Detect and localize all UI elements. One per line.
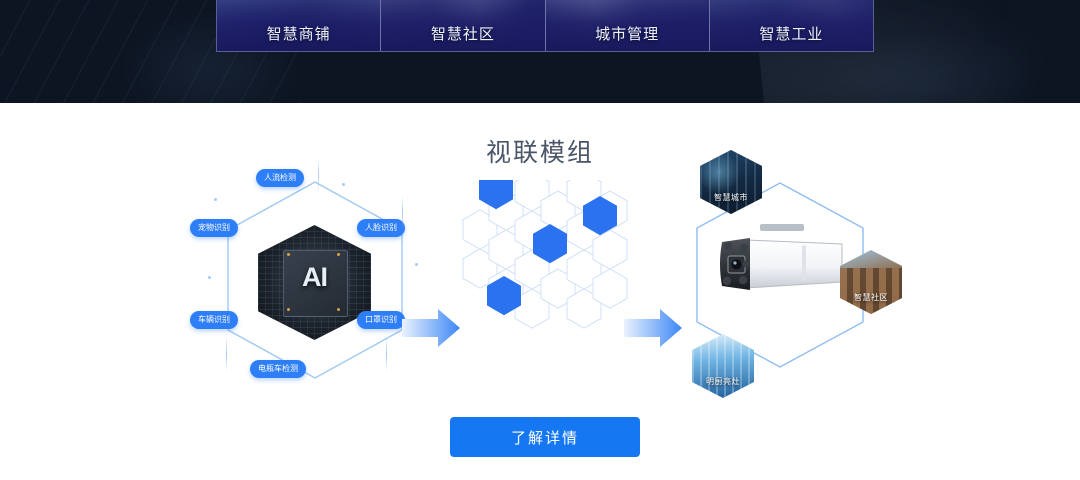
- hero-header-band: 智慧商铺 智慧社区 城市管理 智慧工业: [0, 0, 1080, 103]
- ai-capability-group: AI 人流检测 人脸识别 口罩识别 电瓶车检测 车辆识别 宠物识别: [190, 158, 440, 403]
- honeycomb-grid: [462, 170, 628, 329]
- badge-label-smart-community: 智慧社区: [854, 293, 888, 302]
- scenario-tab-strip[interactable]: 智慧商铺 智慧社区 城市管理 智慧工业: [216, 0, 874, 52]
- decor-dot: [214, 198, 217, 201]
- chip-pin: [287, 252, 291, 256]
- tag-ebike-detection[interactable]: 电瓶车检测: [250, 360, 306, 378]
- tab-label-smart-shop: 智慧商铺: [266, 26, 331, 43]
- tag-people-flow-detection[interactable]: 人流检测: [256, 169, 304, 187]
- application-scenario-group: 智慧城市 智慧社区 明厨亮灶: [672, 150, 912, 400]
- decor-line: [318, 158, 319, 192]
- chip-pin: [337, 307, 341, 311]
- tab-overlay-shade: [217, 0, 381, 51]
- decor-dot: [415, 263, 418, 266]
- tab-label-city-management: 城市管理: [595, 26, 660, 43]
- page-title: 视联模组: [485, 139, 594, 167]
- decor-line: [226, 336, 227, 372]
- diagram-stage: AI 人流检测 人脸识别 口罩识别 电瓶车检测 车辆识别 宠物识别: [0, 150, 1080, 408]
- decor-dot: [208, 276, 211, 279]
- tag-mask-recognition[interactable]: 口罩识别: [357, 311, 405, 329]
- product-section: 视联模组 AI 人流检测 人脸识别 口罩识别 电瓶车检测 车辆识别: [0, 103, 1080, 480]
- tag-vehicle-recognition[interactable]: 车辆识别: [190, 311, 238, 329]
- decor-dot: [342, 183, 345, 186]
- arrow-left-to-center: [400, 306, 462, 355]
- tab-smart-industry[interactable]: 智慧工业: [709, 0, 873, 51]
- tab-smart-community[interactable]: 智慧社区: [381, 0, 546, 51]
- chip-die: [282, 250, 349, 317]
- learn-more-button[interactable]: 了解详情: [450, 417, 640, 457]
- decor-line: [386, 336, 387, 372]
- tab-smart-shop[interactable]: 智慧商铺: [217, 0, 382, 51]
- tab-label-smart-industry: 智慧工业: [759, 26, 824, 43]
- ai-chip-image: AI: [258, 225, 371, 340]
- tab-overlay-shade: [545, 0, 709, 51]
- tag-face-recognition[interactable]: 人脸识别: [357, 219, 405, 237]
- tag-pet-recognition[interactable]: 宠物识别: [190, 219, 238, 237]
- security-camera-image: [714, 222, 854, 298]
- badge-label-smart-city: 智慧城市: [714, 193, 748, 202]
- chip-pin: [287, 307, 291, 311]
- tab-overlay-shade: [381, 0, 545, 51]
- tab-label-smart-community: 智慧社区: [430, 26, 495, 43]
- tab-city-management[interactable]: 城市管理: [545, 0, 710, 51]
- chip-pin: [337, 252, 341, 256]
- arrow-center-to-right: [622, 306, 684, 355]
- honeycomb-group: [455, 170, 645, 330]
- tab-overlay-shade: [709, 0, 873, 51]
- decor-line: [402, 196, 403, 230]
- badge-label-bright-kitchen: 明厨亮灶: [706, 377, 740, 386]
- chip-ai-text: AI: [302, 262, 328, 293]
- right-hexagon-outline: [694, 180, 866, 370]
